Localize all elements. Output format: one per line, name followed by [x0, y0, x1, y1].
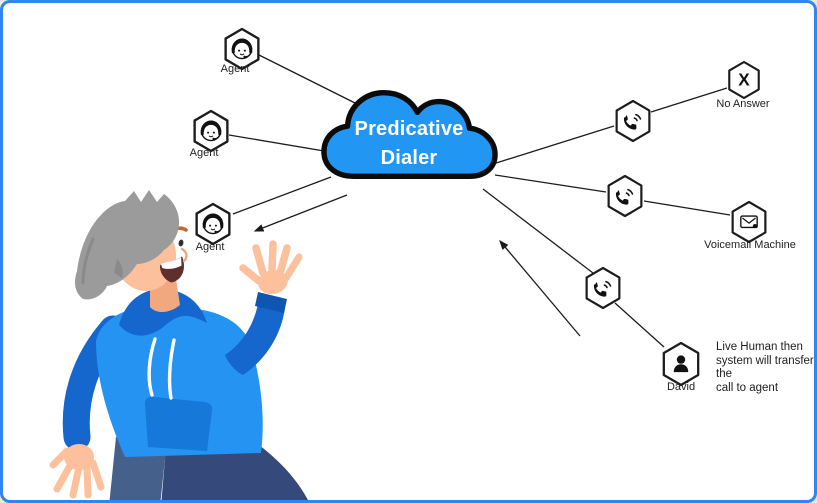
- left-hand: [49, 444, 105, 499]
- voicemail-label: Voicemail Machine: [704, 239, 796, 251]
- line-agent2-cloud: [228, 134, 331, 153]
- no-answer-label: No Answer: [716, 98, 770, 110]
- live-human-annotation: Live Human then system will transfer the…: [716, 341, 814, 395]
- connector-lines: [228, 54, 731, 348]
- line-phone3-david: [614, 302, 665, 348]
- line-cloud-phone1: [492, 125, 615, 165]
- node-phone-3: [583, 266, 623, 315]
- hood-collar: [119, 289, 207, 336]
- phone-signal-icon: [585, 266, 621, 310]
- line-cloud-phone3: [482, 188, 594, 274]
- hoodie-torso: [96, 306, 263, 457]
- x-glyph-icon: X: [728, 60, 760, 100]
- node-agent-2: [191, 109, 231, 158]
- node-agent-1: [222, 27, 262, 76]
- mouth: [160, 256, 184, 283]
- node-no-answer: X: [726, 60, 762, 105]
- line-cloud-phone2: [494, 174, 607, 193]
- phone-signal-icon: [615, 99, 651, 143]
- voicemail-envelope-icon: [731, 200, 767, 244]
- node-agent-3: [193, 202, 233, 251]
- line-phone1-noanswer: [650, 87, 728, 113]
- line-cloud-agent3: [232, 176, 332, 215]
- node-phone-1: [613, 99, 653, 148]
- agent-1-label: Agent: [220, 63, 250, 75]
- presenter-character-illustration: [49, 190, 308, 500]
- hair: [75, 190, 180, 300]
- hoodie-pocket: [145, 396, 213, 451]
- arrow-david-to-cloud: [499, 240, 581, 337]
- node-phone-2: [605, 174, 645, 223]
- annotation-line-3: call to agent: [716, 381, 779, 394]
- hoodie-drawstrings: [147, 337, 176, 400]
- cloud-title-line2: Dialer: [380, 147, 438, 169]
- line-phone2-voicemail: [643, 200, 731, 216]
- node-david: [660, 341, 702, 392]
- raised-hand: [239, 240, 303, 295]
- raised-sleeve: [225, 299, 285, 375]
- agent-headset-icon: [195, 202, 231, 246]
- x-glyph: X: [738, 70, 750, 90]
- cloud-title-line1: Predicative: [354, 118, 464, 140]
- agent-headset-icon: [193, 109, 229, 153]
- person-icon: [662, 341, 700, 387]
- agent-headset-icon: [224, 27, 260, 71]
- annotation-line-2: system will transfer the: [716, 354, 814, 381]
- agent-2-label: Agent: [189, 147, 219, 159]
- line-agent1-cloud: [258, 54, 356, 104]
- david-label: David: [666, 381, 696, 393]
- node-voicemail: [729, 200, 769, 249]
- predictive-dialer-cloud: [321, 89, 498, 179]
- phone-signal-icon: [607, 174, 643, 218]
- agent-3-label: Agent: [195, 241, 225, 253]
- cloud-title: Predicative Dialer: [333, 115, 485, 173]
- arrow-cloud-to-agent: [253, 194, 348, 232]
- annotation-line-1: Live Human then: [716, 341, 803, 353]
